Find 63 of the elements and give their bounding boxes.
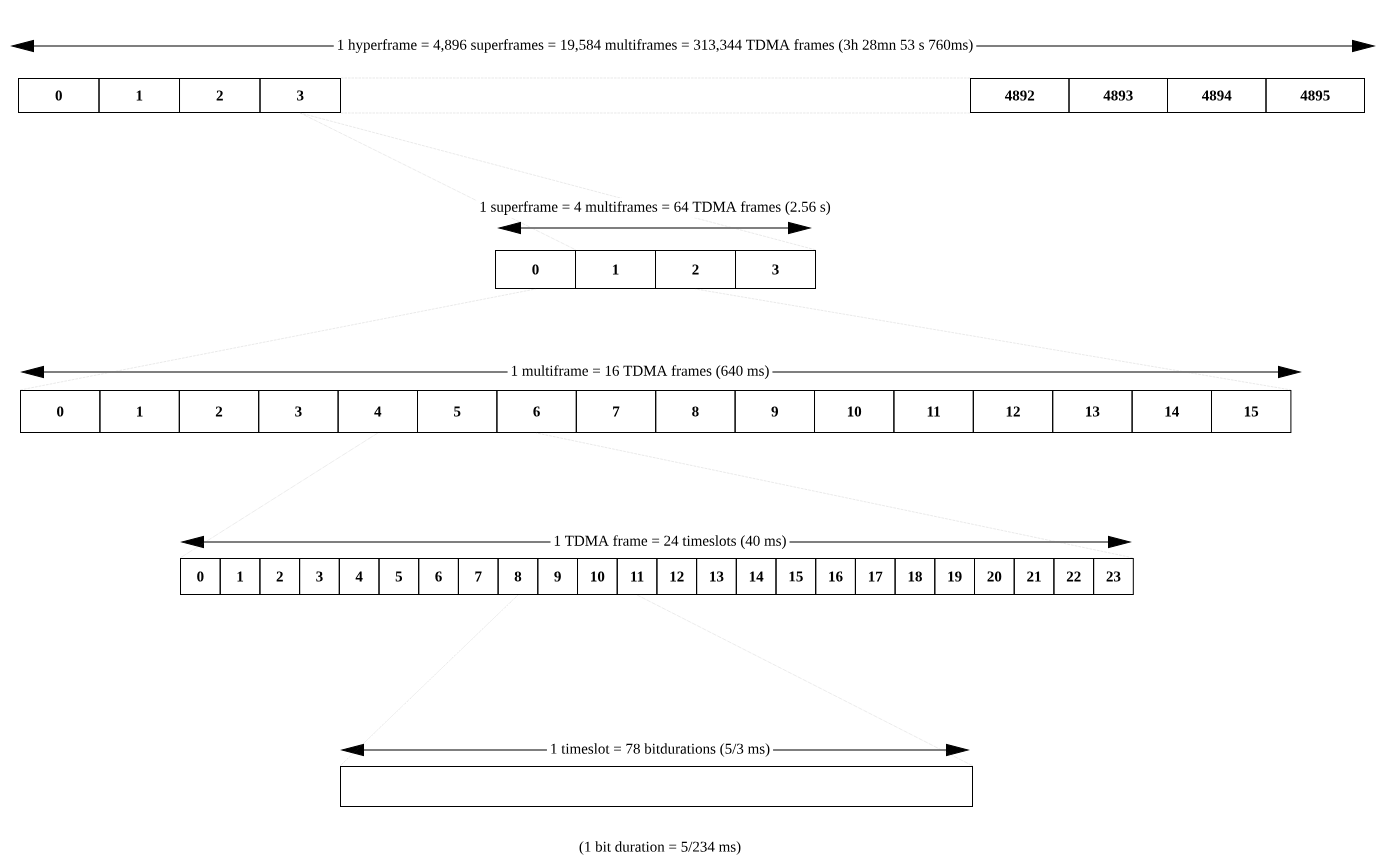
frame-cell: 1 [575, 250, 656, 289]
zoom-line [636, 594, 974, 767]
frame-cell: 5 [378, 558, 420, 595]
frame-cell: 22 [1053, 558, 1095, 595]
dimension-label: (1 bit duration = 5/234 ms) [575, 838, 745, 858]
frame-cell: 0 [495, 250, 576, 289]
frame-cell: 11 [616, 558, 658, 595]
frame-cell: 3 [735, 250, 816, 289]
frame-cell: 23 [1093, 558, 1134, 595]
frame-cell: 2 [179, 78, 261, 113]
frame-cell: 6 [418, 558, 459, 595]
frame-cell: 16 [815, 558, 856, 595]
frame-cell: 1 [99, 390, 180, 433]
frame-cell: 0 [18, 78, 100, 113]
zoom-line [695, 288, 1292, 391]
frame-cell: 14 [1131, 390, 1212, 433]
frame-cell: 9 [537, 558, 578, 595]
frame-cell: 19 [934, 558, 975, 595]
frame-cell: 3 [299, 558, 340, 595]
zoom-line [19, 288, 536, 391]
frame-cell: 2 [178, 390, 260, 433]
frame-cell: 12 [656, 558, 698, 595]
zoom-line [536, 432, 1134, 559]
frame-cell: 4892 [970, 78, 1070, 113]
frame-cell: 21 [1013, 558, 1055, 595]
frame-cell: 9 [734, 390, 815, 433]
frame-cell: 15 [775, 558, 817, 595]
frame-cell: 4 [337, 390, 418, 433]
dimension-label: 1 superframe = 4 multiframes = 64 TDMA frames (2.56 s) [476, 198, 834, 218]
frame-cell: 14 [735, 558, 777, 595]
frame-cell: 3 [258, 390, 339, 433]
frame-cell: 8 [497, 558, 539, 595]
dimension-label: 1 hyperframe = 4,896 superframes = 19,584 multiframes = 313,344 TDMA frames (3h 28mn 53 s 760ms) [333, 36, 977, 56]
frame-cell: 10 [577, 558, 618, 595]
frame-cell: 3 [259, 78, 341, 113]
frame-cell: 2 [259, 558, 301, 595]
frame-cell: 4894 [1167, 78, 1267, 113]
frame-cell: 15 [1211, 390, 1292, 433]
frame-cell: 7 [575, 390, 657, 433]
frame-cell: 17 [854, 558, 896, 595]
frame-cell: 4893 [1068, 78, 1168, 113]
frame-cell: 4895 [1265, 78, 1365, 113]
frame-cell: 0 [20, 390, 101, 433]
frame-cell: 0 [180, 558, 221, 595]
frame-cell: 20 [974, 558, 1015, 595]
dimension-label: 1 TDMA frame = 24 timeslots (40 ms) [550, 532, 790, 552]
frame-cell: 2 [655, 250, 736, 289]
frame-cell: 18 [894, 558, 936, 595]
frame-cell: 1 [219, 558, 261, 595]
frame-cell: 4 [338, 558, 380, 595]
timeslot-box [340, 766, 973, 807]
frame-cell: 7 [457, 558, 499, 595]
frame-cell: 8 [655, 390, 736, 433]
frame-cell: 13 [696, 558, 737, 595]
frame-cell: 11 [893, 390, 974, 433]
frame-cell: 5 [417, 390, 498, 433]
frame-cell: 12 [972, 390, 1054, 433]
frame-cell: 13 [1052, 390, 1133, 433]
frame-cell: 6 [496, 390, 577, 433]
dimension-label: 1 timeslot = 78 bitdurations (5/3 ms) [546, 740, 774, 760]
frame-cell: 1 [98, 78, 180, 113]
frame-cell: 10 [814, 390, 895, 433]
dimension-label: 1 multiframe = 16 TDMA frames (640 ms) [507, 362, 773, 382]
